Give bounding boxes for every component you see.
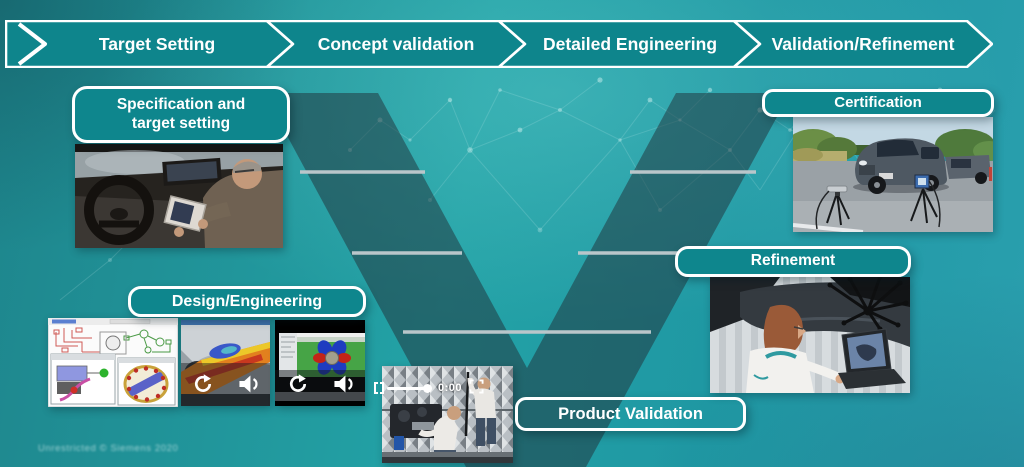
microphone-array xyxy=(827,277,909,332)
product-validation-video[interactable]: 0:00 xyxy=(374,366,513,463)
callout-product-validation-label: Product Validation xyxy=(558,404,703,423)
engineer-at-laptop xyxy=(746,304,845,393)
acoustic-simulation-scene xyxy=(275,320,365,406)
engine-under-test xyxy=(390,404,442,450)
steering-wheel xyxy=(84,175,154,245)
schematic-subwindow-bearing xyxy=(117,357,176,406)
progress-bar[interactable] xyxy=(387,386,425,390)
callout-specification: Specification and target setting xyxy=(72,86,290,143)
footer-copyright: Unrestricted © Siemens 2020 xyxy=(38,443,179,454)
design-thumb-schematic xyxy=(48,318,178,407)
certification-photo xyxy=(793,117,993,232)
design-thumb-acoustic-video[interactable] xyxy=(275,320,365,406)
replay-icon[interactable] xyxy=(287,373,309,395)
callout-certification-label: Certification xyxy=(834,93,922,111)
replay-icon[interactable] xyxy=(192,373,214,395)
stage-label-concept-validation: Concept validation xyxy=(318,34,475,54)
stage-label-validation-refinement: Validation/Refinement xyxy=(772,34,955,54)
microphone-tripod-left xyxy=(815,185,850,230)
stage-label-target-setting: Target Setting xyxy=(99,34,215,54)
video-player-controls: 0:00 xyxy=(373,379,493,397)
process-stage-bar: Target Setting Concept validation Detail… xyxy=(5,20,993,68)
microphone-tripod-right xyxy=(910,174,941,228)
volume-icon[interactable] xyxy=(237,373,259,395)
test-vehicle xyxy=(853,138,949,194)
stage-label-detailed-engineering: Detailed Engineering xyxy=(543,34,717,54)
chevron-right-icon xyxy=(17,22,47,66)
callout-specification-line1: Specification and xyxy=(116,95,246,113)
refinement-photo xyxy=(710,277,910,393)
person-silhouette xyxy=(203,170,283,248)
anechoic-chamber-scene xyxy=(382,366,513,463)
callout-design-engineering: Design/Engineering xyxy=(128,286,366,317)
v-band-right xyxy=(527,93,790,467)
design-thumb-cfd-video[interactable] xyxy=(181,320,270,406)
stage-chevron-validation-refinement xyxy=(732,20,993,68)
passby-noise-test-scene xyxy=(793,117,993,232)
tablet-device xyxy=(163,195,207,232)
volume-icon[interactable] xyxy=(332,373,354,395)
fullscreen-icon[interactable] xyxy=(469,379,484,394)
callout-refinement-label: Refinement xyxy=(750,252,836,270)
player-bracket-icon[interactable] xyxy=(373,381,385,395)
video-controls xyxy=(181,371,270,397)
callout-certification: Certification xyxy=(762,89,994,117)
callout-design-label: Design/Engineering xyxy=(171,292,323,310)
simulation-schematic-scene xyxy=(48,318,178,407)
car-interior-scene xyxy=(75,144,283,248)
schematic-subwindow-plot xyxy=(50,353,116,405)
callout-product-validation: Product Validation xyxy=(515,397,746,431)
video-controls xyxy=(275,371,365,397)
spec-photo xyxy=(75,144,283,248)
elapsed-time: 0:00 xyxy=(438,382,463,394)
laptop xyxy=(838,328,906,389)
second-vehicle xyxy=(945,155,991,184)
progress-knob[interactable] xyxy=(423,383,432,393)
callout-specification-line2: target setting xyxy=(131,114,231,132)
engineer-laptop-scene xyxy=(710,277,910,393)
callout-refinement: Refinement xyxy=(675,246,911,277)
